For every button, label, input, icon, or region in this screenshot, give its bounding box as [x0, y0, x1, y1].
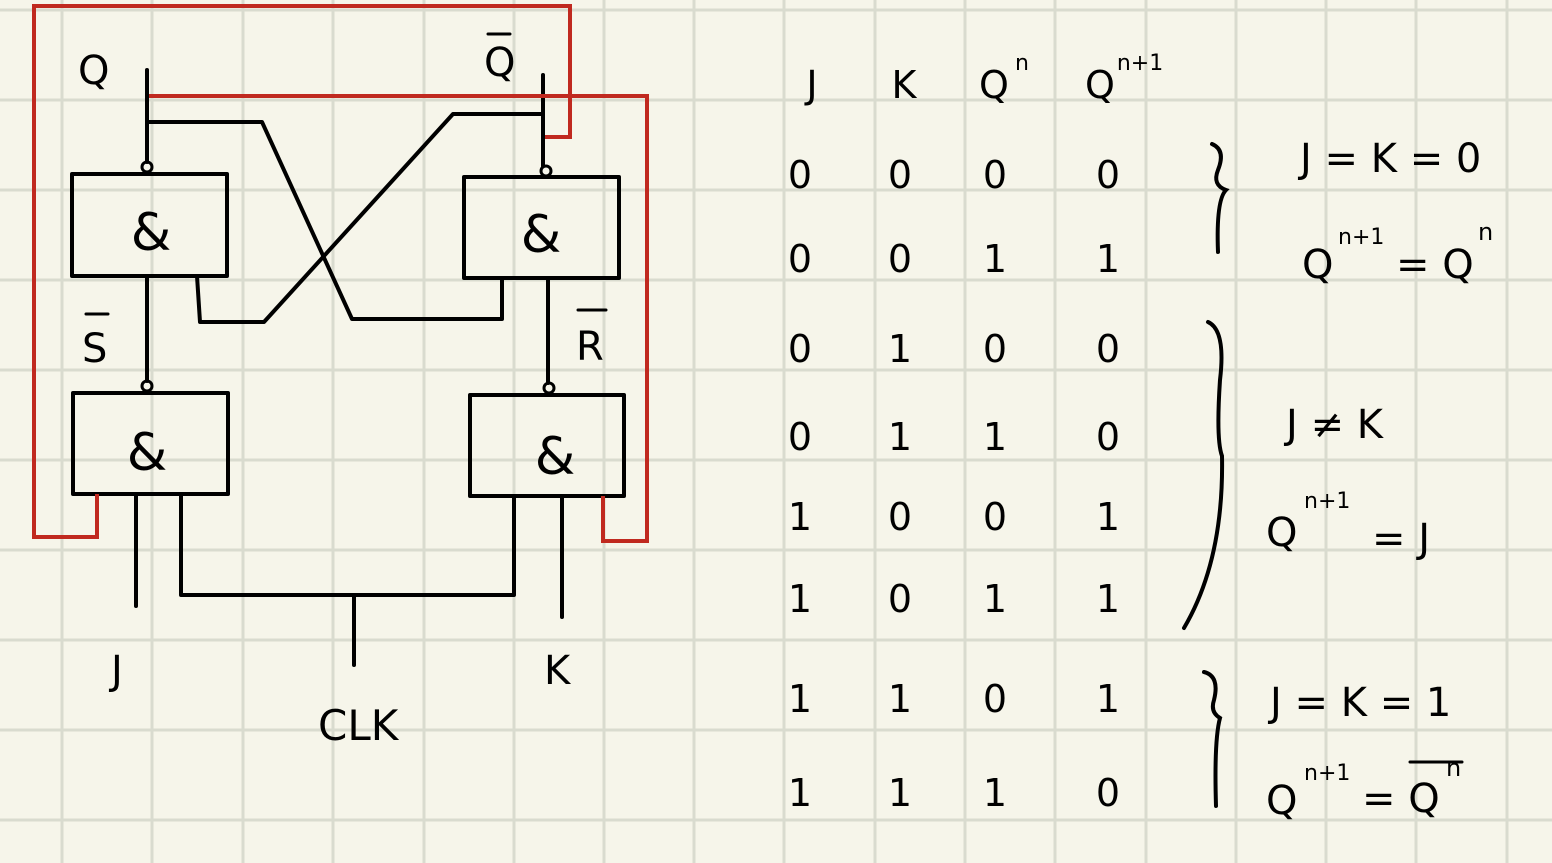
table-cell: 1 [983, 771, 1007, 815]
annotation-2-result-sup: n+1 [1304, 489, 1350, 514]
annotation-1-result-eq-sup: n [1478, 218, 1493, 246]
table-cell: 0 [788, 415, 812, 459]
label-s-bar: S [82, 326, 107, 372]
brace-group-1 [1210, 142, 1230, 254]
brace-group-3 [1202, 670, 1223, 808]
table-cell: 0 [788, 153, 812, 197]
circuit-diagram [70, 68, 626, 667]
table-cell: 0 [983, 677, 1007, 721]
annotation-2: J ≠ K Q n+1 = J [1266, 402, 1430, 562]
braces [1182, 142, 1230, 808]
table-cell: 0 [888, 577, 912, 621]
table-cell: 1 [888, 415, 912, 459]
label-q: Q [78, 48, 109, 94]
gate-symbol-bottom-left: & [127, 423, 168, 483]
table-cell: 1 [1096, 237, 1120, 281]
table-header: J K Q n Q n+1 [804, 51, 1163, 107]
table-cell: 0 [1096, 415, 1120, 459]
feedback-wires [32, 4, 649, 543]
annotation-3: J = K = 1 Q n+1 = Q n [1266, 680, 1464, 824]
table-cell: 1 [983, 237, 1007, 281]
table-cell: 0 [983, 327, 1007, 371]
annotation-3-result-sup: n+1 [1304, 761, 1350, 786]
label-overlines [84, 32, 608, 316]
table-cell: 1 [888, 327, 912, 371]
table-cell: 0 [888, 495, 912, 539]
wire-feedback-q-to-k [149, 94, 649, 543]
table-cell: 1 [888, 677, 912, 721]
table-cell: 0 [888, 153, 912, 197]
header-qn: Q [979, 63, 1009, 107]
gate-top-left [70, 172, 229, 278]
label-j: J [108, 648, 123, 694]
label-clk: CLK [318, 701, 400, 750]
circuit-labels: Q Q S R J K CLK [78, 40, 604, 750]
annotation-3-result-base: Q [1266, 778, 1297, 824]
table-cell: 0 [888, 237, 912, 281]
annotations: J = K = 0 Q n+1 = Q n J ≠ K Q n+1 = J J … [1266, 136, 1493, 824]
bubble-bottom-right [542, 381, 556, 395]
label-k: K [544, 648, 572, 694]
bubble-top-left [140, 160, 154, 174]
table-cell: 1 [788, 495, 812, 539]
truth-table: J K Q n Q n+1 0 0 0 0 0 0 1 1 0 1 0 0 0 1 1 0 1 0 0 1 1 0 1 1 1 1… [788, 51, 1163, 815]
table-cell: 1 [983, 415, 1007, 459]
table-cell: 1 [1096, 677, 1120, 721]
annotation-1-condition: J = K = 0 [1297, 136, 1481, 182]
wire-clk-bus [179, 492, 516, 597]
wire-qbar-to-left-gate [195, 112, 545, 324]
annotation-1-result-sup: n+1 [1338, 225, 1384, 250]
gate-symbols: & & & & [127, 203, 576, 487]
annotation-1: J = K = 0 Q n+1 = Q n [1297, 136, 1493, 288]
table-cell: 1 [1096, 495, 1120, 539]
table-cell: 0 [1096, 153, 1120, 197]
table-cell: 0 [788, 327, 812, 371]
gate-bottom-right [468, 393, 626, 498]
table-cell: 0 [983, 495, 1007, 539]
wire-feedback-qbar-to-j [32, 4, 572, 539]
label-r-bar: R [576, 324, 604, 370]
header-qn1-sup: n+1 [1117, 51, 1163, 76]
gate-symbol-top-right: & [521, 205, 562, 265]
bubble-top-right [539, 164, 553, 178]
annotation-3-condition: J = K = 1 [1267, 680, 1451, 726]
annotation-2-condition: J ≠ K [1283, 402, 1385, 448]
annotation-3-result-eq-sup: n [1446, 754, 1461, 782]
table-cell: 1 [1096, 577, 1120, 621]
table-cell: 1 [788, 677, 812, 721]
bubble-bottom-left [140, 379, 154, 393]
header-qn-sup: n [1015, 51, 1029, 76]
table-cell: 0 [983, 153, 1007, 197]
header-k: K [892, 63, 918, 107]
annotation-1-result-base: Q [1302, 242, 1333, 288]
table-rows: 0 0 0 0 0 0 1 1 0 1 0 0 0 1 1 0 1 0 0 1 1 0 1 1 1 1 0 1 1 1 1 0 [788, 153, 1120, 815]
annotation-3-result-eq: = Q [1362, 776, 1440, 822]
gate-top-right [462, 175, 621, 280]
annotation-2-result-base: Q [1266, 510, 1297, 556]
header-qn1: Q [1085, 63, 1115, 107]
table-cell: 1 [788, 577, 812, 621]
annotation-2-result-eq: = J [1372, 516, 1430, 562]
wire-q-to-right-gate [145, 120, 504, 321]
gate-symbol-bottom-right: & [535, 427, 576, 487]
brace-group-2 [1182, 320, 1225, 630]
table-cell: 0 [788, 237, 812, 281]
table-cell: 1 [983, 577, 1007, 621]
gate-bottom-left [71, 391, 230, 496]
label-qbar: Q [484, 40, 515, 86]
table-cell: 1 [888, 771, 912, 815]
gate-symbol-top-left: & [131, 203, 172, 263]
header-j: J [804, 63, 817, 107]
table-cell: 0 [1096, 771, 1120, 815]
annotation-1-result-eq: = Q [1396, 242, 1474, 288]
table-cell: 1 [788, 771, 812, 815]
table-cell: 0 [1096, 327, 1120, 371]
